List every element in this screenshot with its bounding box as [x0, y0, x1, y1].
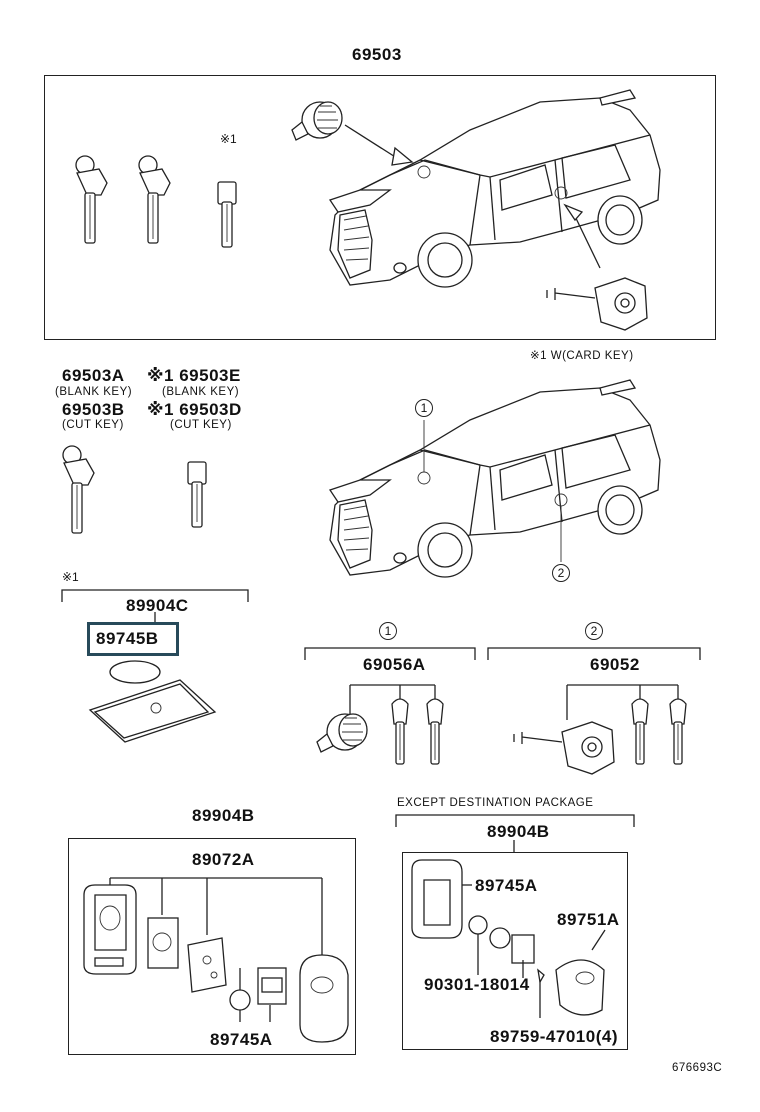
- top-group-frame: [44, 75, 716, 340]
- key-desc-69503b: (CUT KEY): [62, 419, 124, 431]
- smart-key-code: 89904B: [192, 806, 255, 825]
- except-package-screw-code: 89759-47010(4): [490, 1027, 618, 1046]
- card-key-footnote: ※1 W(CARD KEY): [530, 350, 634, 362]
- lock-set-2-code: 69052: [590, 655, 640, 674]
- location-marker-2: 2: [552, 564, 570, 582]
- except-package-heading: EXCEPT DESTINATION PACKAGE: [397, 797, 594, 809]
- key-code-69503e: ※1 69503E: [147, 366, 241, 385]
- key-code-69503a: 69503A: [62, 366, 125, 385]
- key-desc-69503e: (BLANK KEY): [162, 386, 240, 398]
- highlight-box: [87, 622, 179, 656]
- top-group-code: 69503: [352, 45, 402, 64]
- smart-key-sub-code: 89072A: [192, 850, 255, 869]
- except-package-cover-code: 89751A: [557, 910, 620, 929]
- smart-key-battery-code: 89745A: [210, 1030, 273, 1049]
- card-key-battery-code: 89745B: [96, 629, 159, 648]
- key-desc-69503d: (CUT KEY): [170, 419, 232, 431]
- key-code-69503d: ※1 69503D: [147, 400, 242, 419]
- except-package-battery-code: 89745A: [475, 876, 538, 895]
- figure-id: 676693C: [672, 1062, 723, 1074]
- lock-set-1-marker: 1: [379, 622, 397, 640]
- lock-set-1-code: 69056A: [363, 655, 426, 674]
- except-package-oring-code: 90301-18014: [424, 975, 530, 994]
- smart-key-frame: [68, 838, 356, 1055]
- card-key-note-mark: ※1: [62, 570, 79, 584]
- lock-set-2-marker: 2: [585, 622, 603, 640]
- top-note-mark: ※1: [220, 132, 237, 146]
- key-code-69503b: 69503B: [62, 400, 125, 419]
- location-marker-1: 1: [415, 399, 433, 417]
- except-package-frame: [402, 852, 628, 1050]
- except-package-code: 89904B: [487, 822, 550, 841]
- key-desc-69503a: (BLANK KEY): [55, 386, 133, 398]
- card-key-code: 89904C: [126, 596, 189, 615]
